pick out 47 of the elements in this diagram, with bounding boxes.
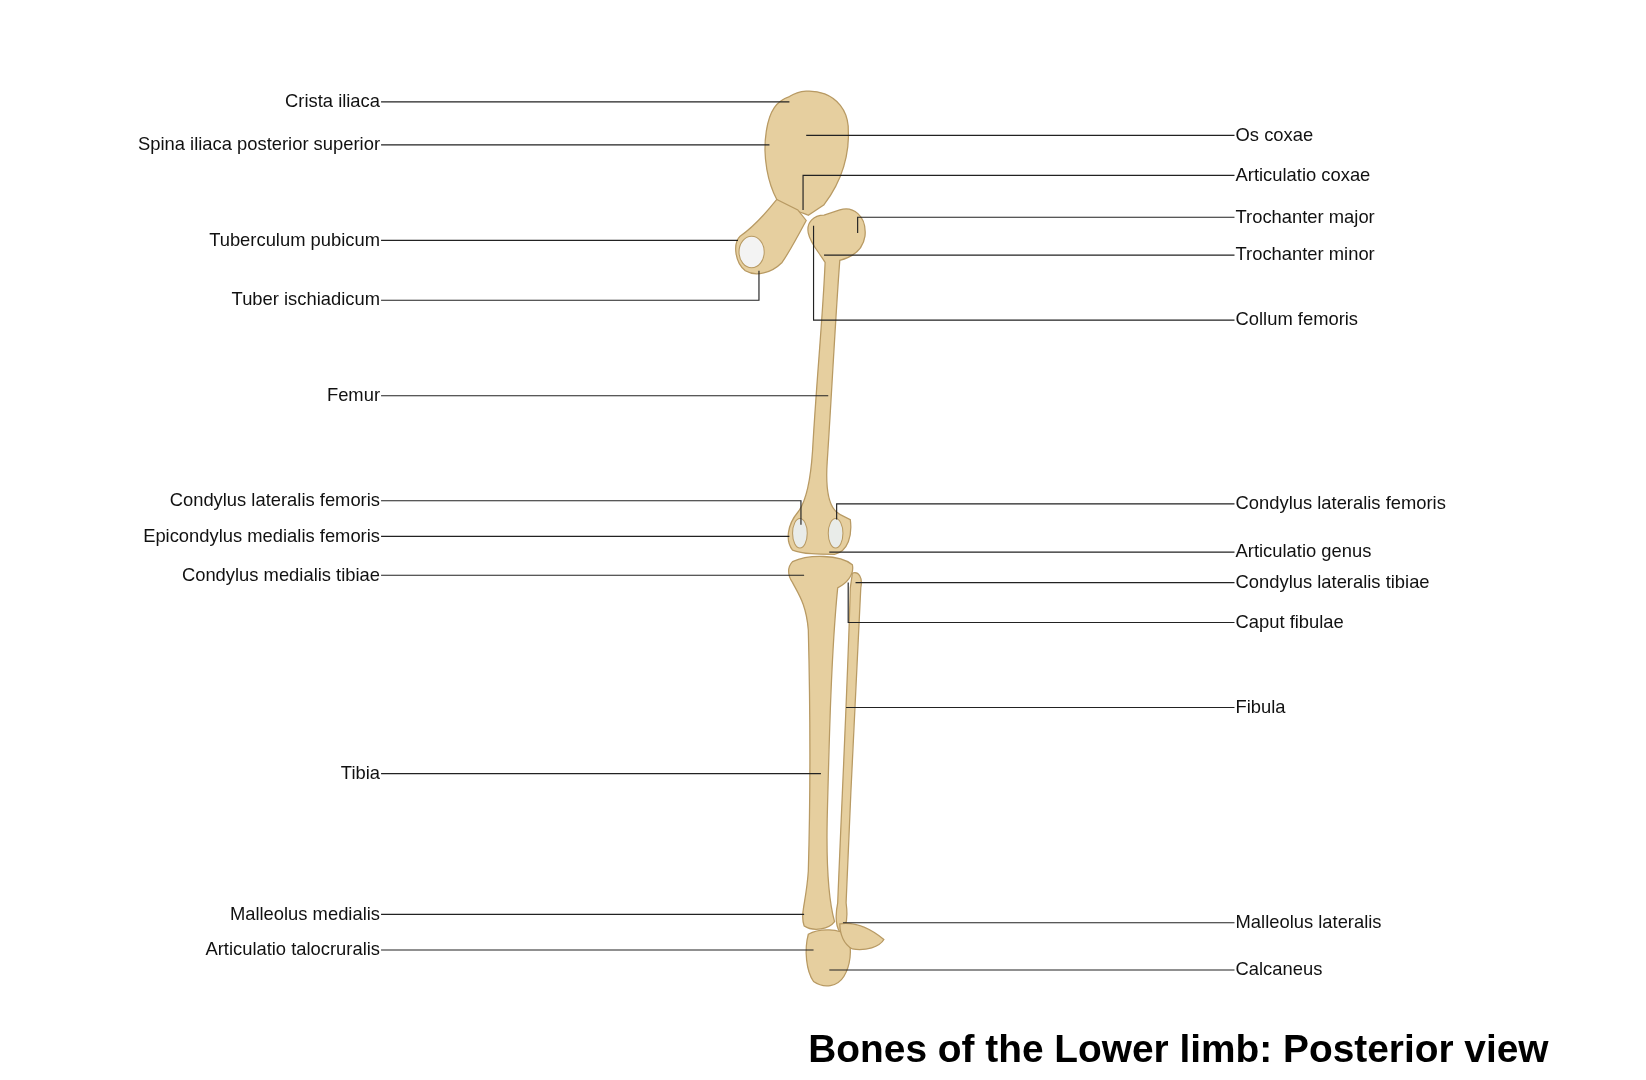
part-label: Articulatio genus <box>1235 540 1372 562</box>
leader-line <box>380 500 802 526</box>
leader-line <box>380 270 760 301</box>
part-label: Collum femoris <box>1235 308 1359 330</box>
part-label: Femur <box>326 384 380 406</box>
leader-line <box>812 225 1236 321</box>
leader-line <box>380 239 739 241</box>
leader-line <box>380 144 771 146</box>
leader-line <box>847 582 1236 624</box>
leader-line <box>823 254 1236 256</box>
part-label: Tuber ischiadicum <box>231 288 380 310</box>
leader-line <box>828 969 1236 971</box>
title: Bones of the Lower limb: Posterior view <box>808 1026 1549 1073</box>
leader-line <box>854 582 1236 584</box>
leader-line <box>380 773 822 775</box>
part-label: Fibula <box>1235 696 1286 717</box>
part-label: Epicondylus medialis femoris <box>143 524 380 546</box>
part-label: Condylus lateralis femoris <box>169 489 380 511</box>
leader-line <box>380 101 790 103</box>
leader-line <box>380 913 805 915</box>
part-label: Malleolus medialis <box>229 902 380 924</box>
leader-line <box>380 395 829 397</box>
leader-line <box>380 949 815 951</box>
part-label: Trochanter minor <box>1235 243 1375 265</box>
leader-line <box>828 551 1236 553</box>
leader-line <box>805 134 1236 136</box>
part-label: Articulatio talocruralis <box>205 938 380 960</box>
leader-line <box>845 706 1236 709</box>
part-label: Os coxae <box>1235 123 1314 145</box>
part-label: Articulatio coxae <box>1235 163 1371 185</box>
leader-line <box>802 174 1236 211</box>
leader-line <box>857 216 1236 234</box>
leader-line <box>380 535 790 537</box>
leader-line <box>380 574 805 576</box>
part-label: Caput fibulae <box>1235 610 1344 632</box>
part-label: Condylus lateralis femoris <box>1235 492 1446 514</box>
part-label: Condylus medialis tibiae <box>181 563 380 585</box>
part-label: Calcaneus <box>1235 958 1323 980</box>
leader-line <box>842 922 1236 924</box>
part-label: Spina iliaca posterior superior <box>138 133 380 155</box>
part-label: Trochanter major <box>1235 205 1375 227</box>
leader-line <box>836 503 1236 521</box>
part-label: Condylus lateralis tibiae <box>1235 571 1430 593</box>
part-label: Tibia <box>340 762 380 784</box>
part-label: Crista iliaca <box>285 90 380 112</box>
part-label: Tuberculum pubicum <box>209 228 380 250</box>
part-label: Malleolus lateralis <box>1235 911 1382 933</box>
